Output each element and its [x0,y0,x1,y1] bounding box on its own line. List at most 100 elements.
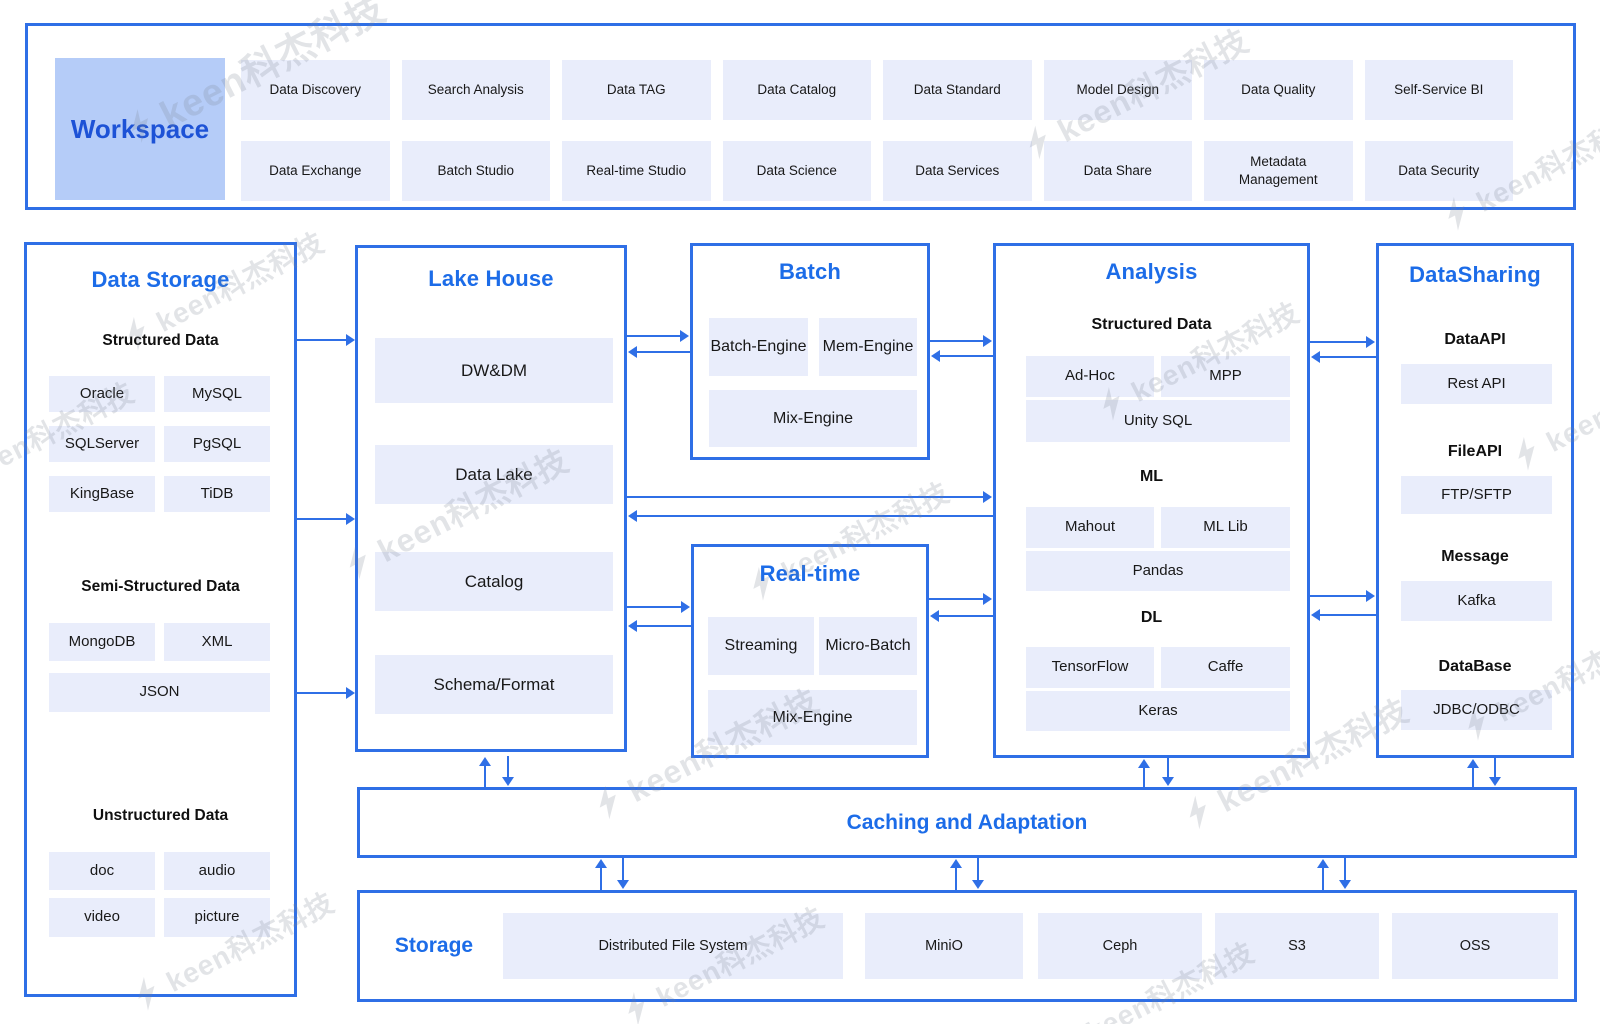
analysis-chip-unity-sql: Unity SQL [1026,400,1290,442]
file-chip-audio: audio [164,852,270,890]
analysis-chip-ml-lib: ML Lib [1161,507,1290,548]
arrow-lakehouse-to-caching [507,756,509,778]
panel-analysis: Analysis Structured Data Ad-Hoc MPP Unit… [993,243,1310,758]
storage-chip-minio: MiniO [865,913,1023,979]
arrow-caching-to-sharing [1472,767,1474,787]
arrow-batch-to-lakehouse [636,351,690,353]
db-chip-oracle: Oracle [49,376,155,412]
realtime-chip-mix-engine: Mix-Engine [708,690,917,745]
arrow-analysis-to-lakehouse [636,515,993,517]
arrow-sharing-to-caching [1494,758,1496,778]
storage-chip-oss: OSS [1392,913,1558,979]
arrow-analysis-to-realtime [938,615,993,617]
batch-chip-mem-engine: Mem-Engine [819,318,917,376]
dataapi-label: DataAPI [1444,331,1506,348]
module-data-security: Data Security [1364,141,1513,201]
panel-real-time: Real-time Streaming Micro-Batch Mix-Engi… [691,544,929,758]
module-realtime-studio: Real-time Studio [562,141,711,201]
arrow-analysis-to-sharing-1 [1310,341,1367,343]
module-data-tag: Data TAG [562,60,711,120]
file-chip-picture: picture [164,898,270,937]
arrow-analysis-to-caching [1167,758,1169,778]
analysis-chip-caffe: Caffe [1161,647,1290,688]
module-self-service-bi: Self-Service BI [1364,60,1513,120]
data-storage-title: Data Storage [91,267,230,292]
arrow-lakehouse-to-batch [627,335,681,337]
db-chip-tidb: TiDB [164,476,270,512]
arrow-lakehouse-to-analysis [627,496,984,498]
module-batch-studio: Batch Studio [401,141,550,201]
file-chip-doc: doc [49,852,155,890]
module-data-exchange: Data Exchange [241,141,390,201]
db-chip-pgsql: PgSQL [164,426,270,462]
unstructured-data-label: Unstructured Data [92,807,229,824]
structured-data-label: Structured Data [102,332,219,349]
lake-house-title: Lake House [428,266,554,291]
workspace-tile: Workspace [55,58,225,200]
panel-batch: Batch Batch-Engine Mem-Engine Mix-Engine [690,243,930,460]
analysis-dl-label: DL [1140,609,1163,626]
arrow-lakehouse-to-realtime [627,606,682,608]
file-chip-video: video [49,898,155,937]
arrow-batch-to-analysis [930,340,984,342]
real-time-title: Real-time [759,561,861,586]
storage-chip-ceph: Ceph [1038,913,1202,979]
batch-chip-mix-engine: Mix-Engine [709,390,917,447]
sharing-chip-ftp-sftp: FTP/SFTP [1401,476,1552,514]
panel-data-sharing: DataSharing DataAPI Rest API FileAPI FTP… [1376,243,1574,758]
caching-title: Caching and Adaptation [846,810,1088,834]
workspace-title: Workspace [70,113,210,144]
db-chip-kingbase: KingBase [49,476,155,512]
arrow-caching-to-storage-1 [622,858,624,881]
analysis-chip-pandas: Pandas [1026,551,1290,591]
arrow-caching-to-storage-3 [1344,858,1346,881]
arrow-sharing-to-analysis-2 [1319,614,1376,616]
analysis-chip-keras: Keras [1026,691,1290,731]
realtime-chip-streaming: Streaming [708,617,814,675]
sharing-chip-rest-api: Rest API [1401,364,1552,404]
db-chip-json: JSON [49,673,270,712]
arrow-analysis-to-sharing-2 [1310,595,1367,597]
analysis-title: Analysis [1105,259,1198,284]
lakehouse-chip-dwdm: DW&DM [375,338,613,403]
arrow-storage-to-lakehouse-2 [297,518,347,520]
data-sharing-title: DataSharing [1409,262,1541,287]
module-data-standard: Data Standard [883,60,1032,120]
storage-chip-s3: S3 [1215,913,1379,979]
workspace-panel: Workspace Data Discovery Search Analysis… [25,23,1576,210]
lakehouse-chip-catalog: Catalog [375,552,613,611]
arrow-caching-to-lakehouse [484,765,486,787]
analysis-ml-label: ML [1139,468,1164,485]
panel-lake-house: Lake House DW&DM Data Lake Catalog Schem… [355,245,627,752]
panel-storage: Storage Distributed File System MiniO Ce… [357,890,1577,1002]
db-chip-xml: XML [164,623,270,661]
analysis-chip-ad-hoc: Ad-Hoc [1026,356,1154,397]
analysis-structured-label: Structured Data [1091,316,1212,333]
workspace-module-grid: Data Discovery Search Analysis Data TAG … [241,60,1513,201]
realtime-chip-micro-batch: Micro-Batch [819,617,917,675]
semi-structured-data-label: Semi-Structured Data [81,578,240,595]
db-chip-sqlserver: SQLServer [49,426,155,462]
module-metadata-management: Metadata Management [1204,141,1353,201]
fileapi-label: FileAPI [1447,443,1503,460]
arrow-storage-to-caching-3 [1322,867,1324,890]
module-search-analysis: Search Analysis [401,60,550,120]
panel-data-storage: Data Storage Structured Data Oracle MySQ… [24,242,297,997]
analysis-chip-mpp: MPP [1161,356,1290,397]
storage-chip-dfs: Distributed File System [503,913,843,979]
analysis-chip-mahout: Mahout [1026,507,1154,548]
keen-logo-icon [1044,1020,1090,1024]
module-data-catalog: Data Catalog [722,60,871,120]
lakehouse-chip-datalake: Data Lake [375,445,613,504]
lakehouse-chip-schema-format: Schema/Format [375,655,613,714]
module-data-science: Data Science [722,141,871,201]
panel-caching: Caching and Adaptation [357,787,1577,858]
arrow-storage-to-lakehouse-3 [297,692,347,694]
arrow-storage-to-caching-1 [600,867,602,890]
db-chip-mysql: MySQL [164,376,270,412]
arrow-caching-to-storage-2 [977,858,979,881]
batch-chip-batch-engine: Batch-Engine [709,318,808,376]
arrow-analysis-to-batch [939,355,993,357]
analysis-chip-tensorflow: TensorFlow [1026,647,1154,688]
